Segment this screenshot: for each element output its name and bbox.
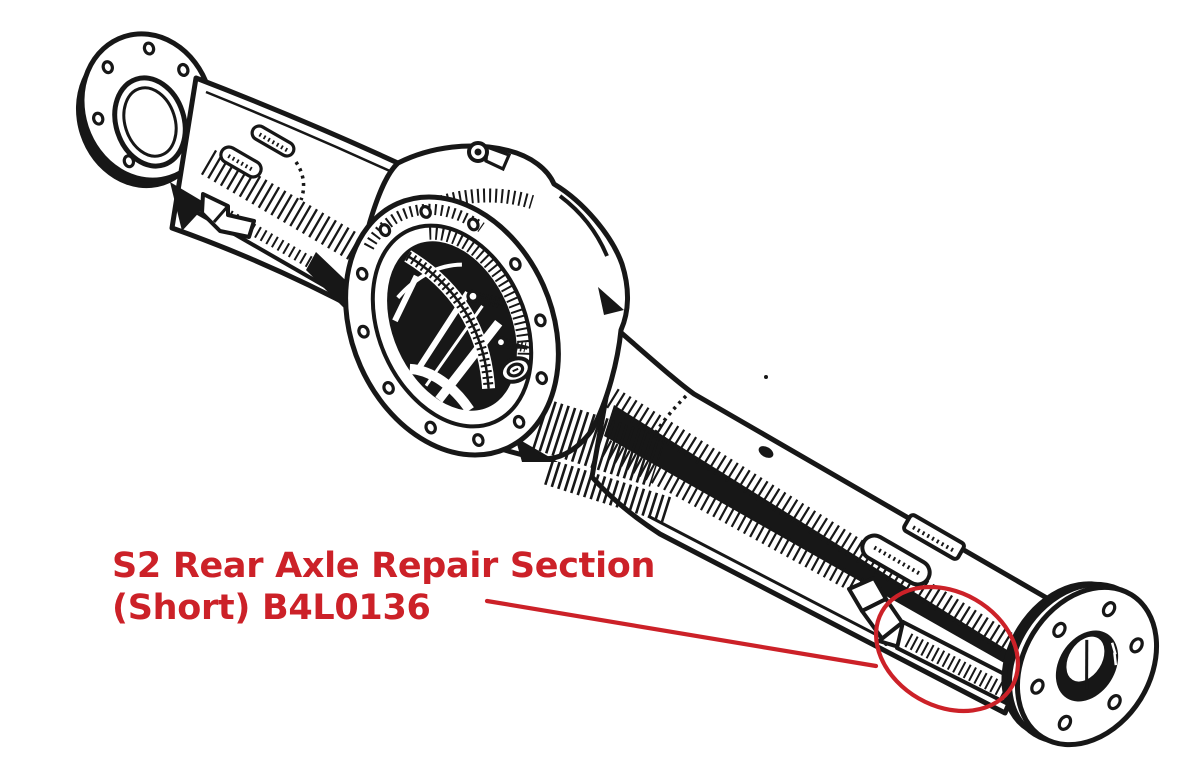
hub-shadow — [170, 182, 207, 231]
tube-dot — [758, 446, 774, 458]
ring-bolt-holes — [355, 205, 549, 447]
weld-seam — [604, 405, 1020, 672]
tube-lug-lower — [219, 145, 263, 179]
flange-hub — [112, 75, 188, 169]
annotation-text-line2: (Short) B4L0136 — [112, 588, 431, 628]
left-axle-tube — [112, 75, 403, 316]
carrier-studs — [466, 289, 528, 353]
drain-plug — [498, 356, 532, 384]
annotation-layer: S2 Rear Axle Repair Section (Short) B4L0… — [112, 546, 1021, 714]
tube-lug-upper — [250, 124, 296, 158]
differential-ring-flange — [343, 194, 561, 458]
leader-line — [484, 598, 879, 669]
right-axle-tube — [589, 327, 1055, 716]
rounded-lug — [860, 533, 932, 587]
right-flange — [1001, 581, 1160, 748]
breather-fitting — [467, 141, 512, 172]
right-tube-fittings — [847, 513, 1016, 705]
housing-tube-gusset-hatch — [515, 399, 672, 523]
top-strip-lug — [902, 513, 966, 561]
highlight-ellipse — [873, 584, 1021, 714]
annotation-text-line1: S2 Rear Axle Repair Section — [112, 546, 655, 586]
